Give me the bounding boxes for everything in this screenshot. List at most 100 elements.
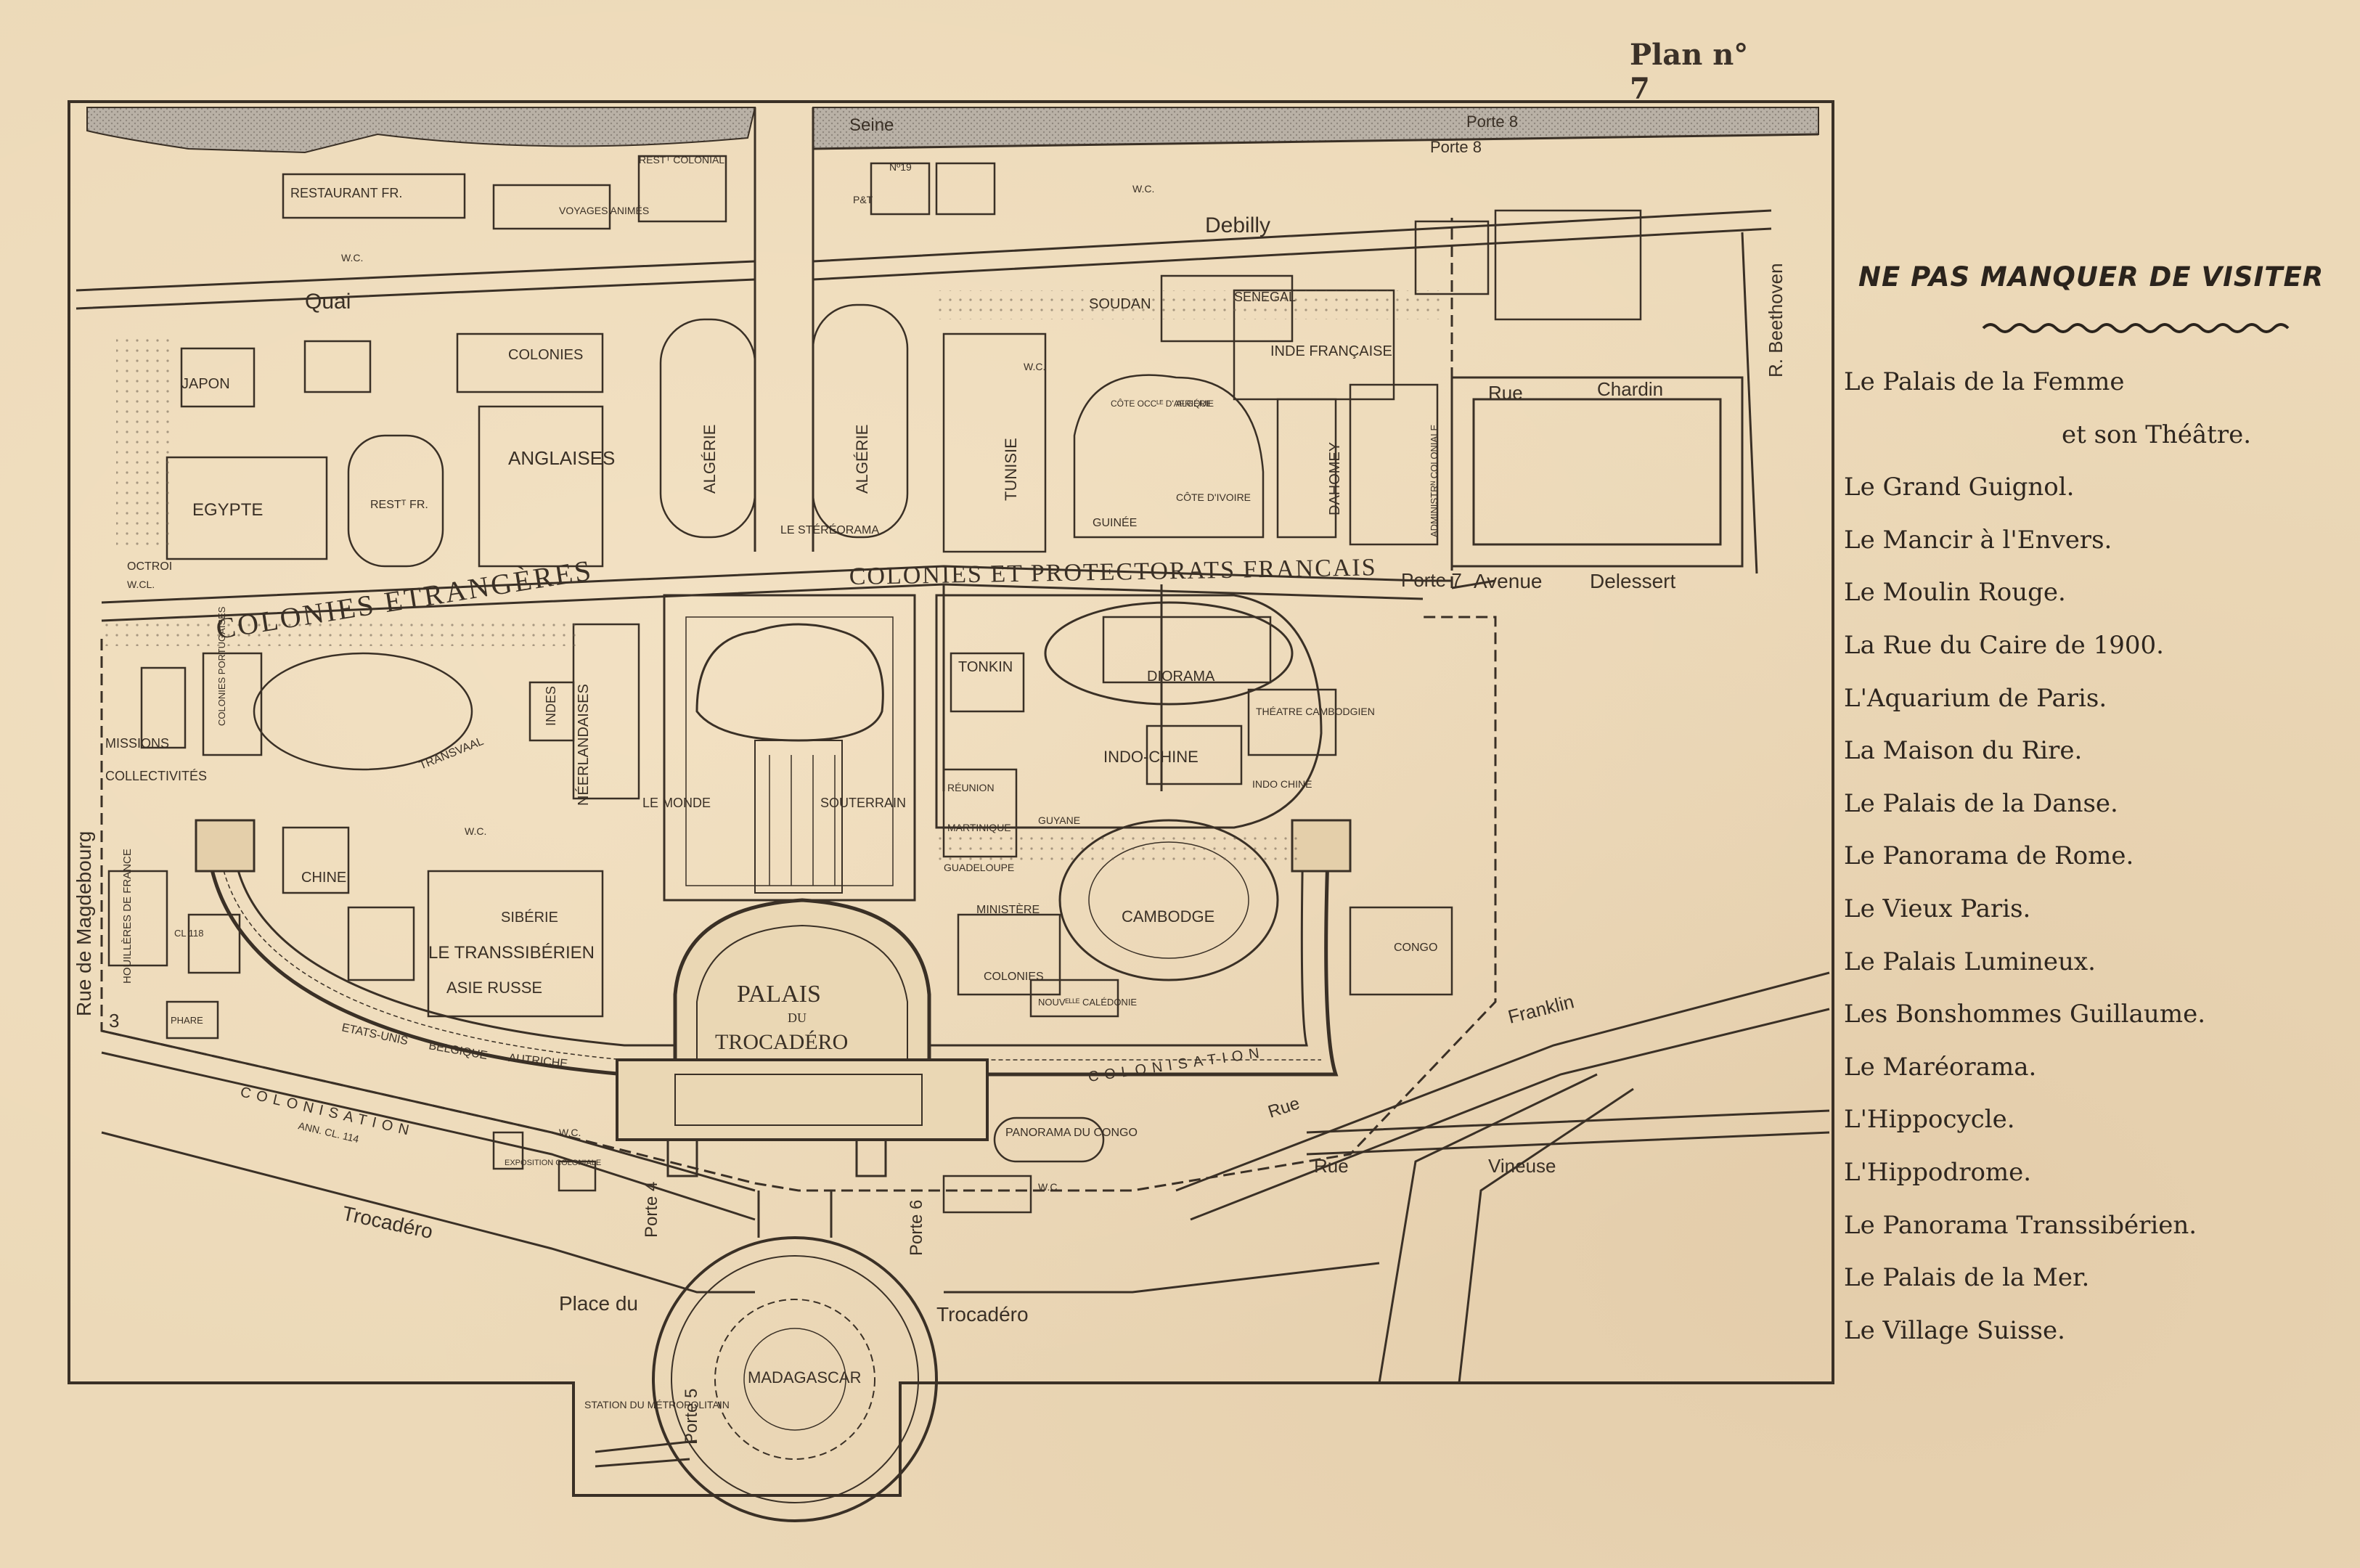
bldg-wc-4: W.C. bbox=[559, 1127, 581, 1138]
bldg-souterrain: SOUTERRAIN bbox=[820, 796, 906, 810]
label-rue-vineuse: Rue bbox=[1314, 1155, 1349, 1177]
bldg-belgique: BELGIQUE bbox=[428, 1040, 489, 1062]
bldg-rest-fr: RESTᵀ FR. bbox=[370, 499, 428, 511]
bldg-asie-russe: ASIE RUSSE bbox=[446, 979, 542, 997]
list-item: L'Hippodrome. bbox=[1844, 1157, 2032, 1187]
list-item: Le Grand Guignol. bbox=[1844, 473, 2075, 502]
bldg-inde-francaise: INDE FRANÇAISE bbox=[1270, 343, 1392, 359]
label-beethoven: R. Beethoven bbox=[1765, 263, 1787, 377]
bldg-nouvelle-caledonie: NOUVᴱᴸᴸᴱ CALÉDONIE bbox=[1038, 997, 1137, 1008]
bldg-indes: INDES bbox=[544, 686, 558, 726]
bldg-algerie-2: ALGÉRIE bbox=[853, 425, 871, 494]
bldg-voyages-animes: VOYAGES ANIMÉS bbox=[559, 205, 649, 216]
road-network bbox=[75, 107, 1830, 1384]
label-franklin: Franklin bbox=[1506, 990, 1576, 1027]
bldg-administration: ADMINISTRᴺ COLONIALE bbox=[1429, 425, 1440, 537]
list-item: Le Palais de la Femme bbox=[1844, 367, 2125, 396]
label-porte-7: Porte 7 bbox=[1401, 569, 1462, 591]
bldg-rest-colonial: RESTᵀ COLONIAL bbox=[639, 154, 724, 166]
bldg-tonkin: TONKIN bbox=[958, 659, 1013, 675]
bldg-japon: JAPON bbox=[181, 376, 230, 392]
bldg-ministere: MINISTÈRE bbox=[976, 902, 1040, 916]
list-item: Le Maréorama. bbox=[1844, 1052, 2037, 1082]
list-item: Le Panorama de Rome. bbox=[1844, 841, 2134, 871]
bldg-restaurant-fr: RESTAURANT FR. bbox=[290, 186, 402, 200]
label-place-du: Place du bbox=[559, 1292, 638, 1315]
list-item: Le Village Suisse. bbox=[1844, 1315, 2065, 1345]
bldg-diorama: DIORAMA bbox=[1147, 669, 1215, 685]
label-vineuse: Vineuse bbox=[1488, 1155, 1556, 1177]
bldg-cambodge: CAMBODGE bbox=[1122, 907, 1214, 926]
bldg-octroi: OCTROI bbox=[127, 560, 172, 573]
bldg-transsiberien: LE TRANSSIBÉRIEN bbox=[428, 943, 595, 963]
bldg-missions: MISSIONS bbox=[105, 736, 169, 751]
bldg-wc-1: W.C. bbox=[1132, 183, 1154, 195]
bldg-siberie: SIBÉRIE bbox=[501, 909, 558, 926]
bldg-houilleres: HOUILLÈRES DE FRANCE bbox=[121, 849, 134, 984]
bldg-algerie-3: ALGÉRIE bbox=[1176, 398, 1214, 409]
bldg-wc-5: W.C. bbox=[1038, 1181, 1060, 1193]
list-item: Les Bonshommes Guillaume. bbox=[1844, 1000, 2205, 1029]
bldg-colonies-2: COLONIES bbox=[984, 971, 1044, 983]
map-frame bbox=[68, 100, 1834, 1497]
bldg-dahomey: DAHOMEY bbox=[1327, 442, 1343, 515]
bldg-wc-2: W.C. bbox=[341, 252, 363, 264]
bldg-tunisie: TUNISIE bbox=[1002, 438, 1020, 501]
bldg-du: DU bbox=[788, 1010, 807, 1025]
bldg-guyane: GUYANE bbox=[1038, 814, 1080, 826]
trocadero-hemicycle bbox=[195, 819, 1352, 1177]
bldg-reunion: RÉUNION bbox=[947, 782, 995, 793]
pavilion-blocks bbox=[107, 155, 1642, 1214]
bldg-le-monde: LE MONDE bbox=[642, 796, 711, 810]
bldg-neerlandaises: NÉERLANDAISES bbox=[575, 684, 592, 806]
bldg-guadeloupe: GUADELOUPE bbox=[944, 862, 1014, 873]
zone-colonies-francaises: COLONIES ET PROTECTORATS FRANCAIS bbox=[849, 554, 1376, 590]
central-gardens bbox=[663, 594, 1323, 981]
label-rue-magdebourg: Rue de Magdebourg bbox=[73, 831, 95, 1016]
bldg-expo-coloniale: EXPOSITION COLONIALE bbox=[505, 1159, 601, 1167]
bldg-egypte: EGYPTE bbox=[192, 500, 263, 520]
bldg-phare: PHARE bbox=[171, 1015, 203, 1026]
list-item: et son Théâtre. bbox=[2062, 420, 2252, 449]
bldg-colonies-portugaises: COLONIES PORTUGAISES bbox=[216, 606, 227, 726]
list-item: Le Palais de la Mer. bbox=[1844, 1263, 2090, 1293]
list-item: Le Vieux Paris. bbox=[1844, 894, 2031, 923]
label-rue-chardin-1: Rue bbox=[1488, 382, 1523, 404]
bldg-senegal: SÉNÉGAL bbox=[1234, 290, 1296, 304]
bldg-chine: CHINE bbox=[301, 870, 346, 886]
label-porte-8: Porte 8 bbox=[1430, 138, 1482, 156]
map-labels: Seine Porte 8 Porte 8 Quai Debilly R. Be… bbox=[73, 113, 1787, 1445]
list-item: La Rue du Caire de 1900. bbox=[1844, 630, 2164, 660]
bldg-anglaises: ANGLAISES bbox=[508, 447, 615, 469]
bldg-autriche: AUTRICHE bbox=[508, 1052, 568, 1070]
bldg-algerie-1: ALGÉRIE bbox=[701, 425, 719, 494]
bldg-cl-118: CL 118 bbox=[174, 928, 203, 939]
list-item: Le Mancir à l'Envers. bbox=[1844, 525, 2112, 555]
bldg-indo-chine-2: INDO CHINE bbox=[1252, 778, 1312, 790]
bldg-wc-6: W.C. bbox=[1024, 361, 1045, 372]
bldg-station-metro: STATION DU MÉTROPOLITAIN bbox=[584, 1399, 730, 1410]
label-trocadero-street-right: Trocadéro bbox=[936, 1303, 1029, 1326]
label-trocadero-street-left: Trocadéro bbox=[340, 1202, 435, 1244]
bldg-cote-afrique: CÔTE OCCᴸᴱ D'AFRIQUE bbox=[1111, 398, 1212, 409]
garden-dots bbox=[102, 290, 1445, 864]
label-avenue: Avenue bbox=[1474, 570, 1542, 592]
label-quai: Quai bbox=[305, 290, 351, 314]
visit-sidebar: NE PAS MANQUER DE VISITER Le Palais de l… bbox=[1829, 254, 2337, 1345]
label-porte-6: Porte 6 bbox=[907, 1200, 926, 1256]
list-item: L'Aquarium de Paris. bbox=[1844, 683, 2107, 713]
bldg-martinique: MARTINIQUE bbox=[947, 822, 1011, 833]
list-item: Le Moulin Rouge. bbox=[1844, 578, 2066, 608]
bldg-collectivites: COLLECTIVITÉS bbox=[105, 769, 207, 783]
sidebar-title: NE PAS MANQUER DE VISITER bbox=[1858, 261, 2324, 293]
bldg-panorama-congo: PANORAMA DU CONGO bbox=[1005, 1127, 1138, 1139]
label-rue-franklin: Rue bbox=[1266, 1093, 1302, 1122]
label-debilly: Debilly bbox=[1205, 213, 1270, 237]
bldg-palais: PALAIS bbox=[737, 981, 821, 1008]
sidebar-divider-wave bbox=[1982, 323, 2290, 333]
bldg-guinee: GUINÉE bbox=[1093, 515, 1137, 529]
bldg-no19: Nº19 bbox=[889, 161, 912, 173]
bldg-congo: CONGO bbox=[1394, 942, 1437, 954]
label-porte-5: Porte 5 bbox=[682, 1389, 701, 1445]
label-rue-chardin-2: Chardin bbox=[1597, 378, 1663, 400]
